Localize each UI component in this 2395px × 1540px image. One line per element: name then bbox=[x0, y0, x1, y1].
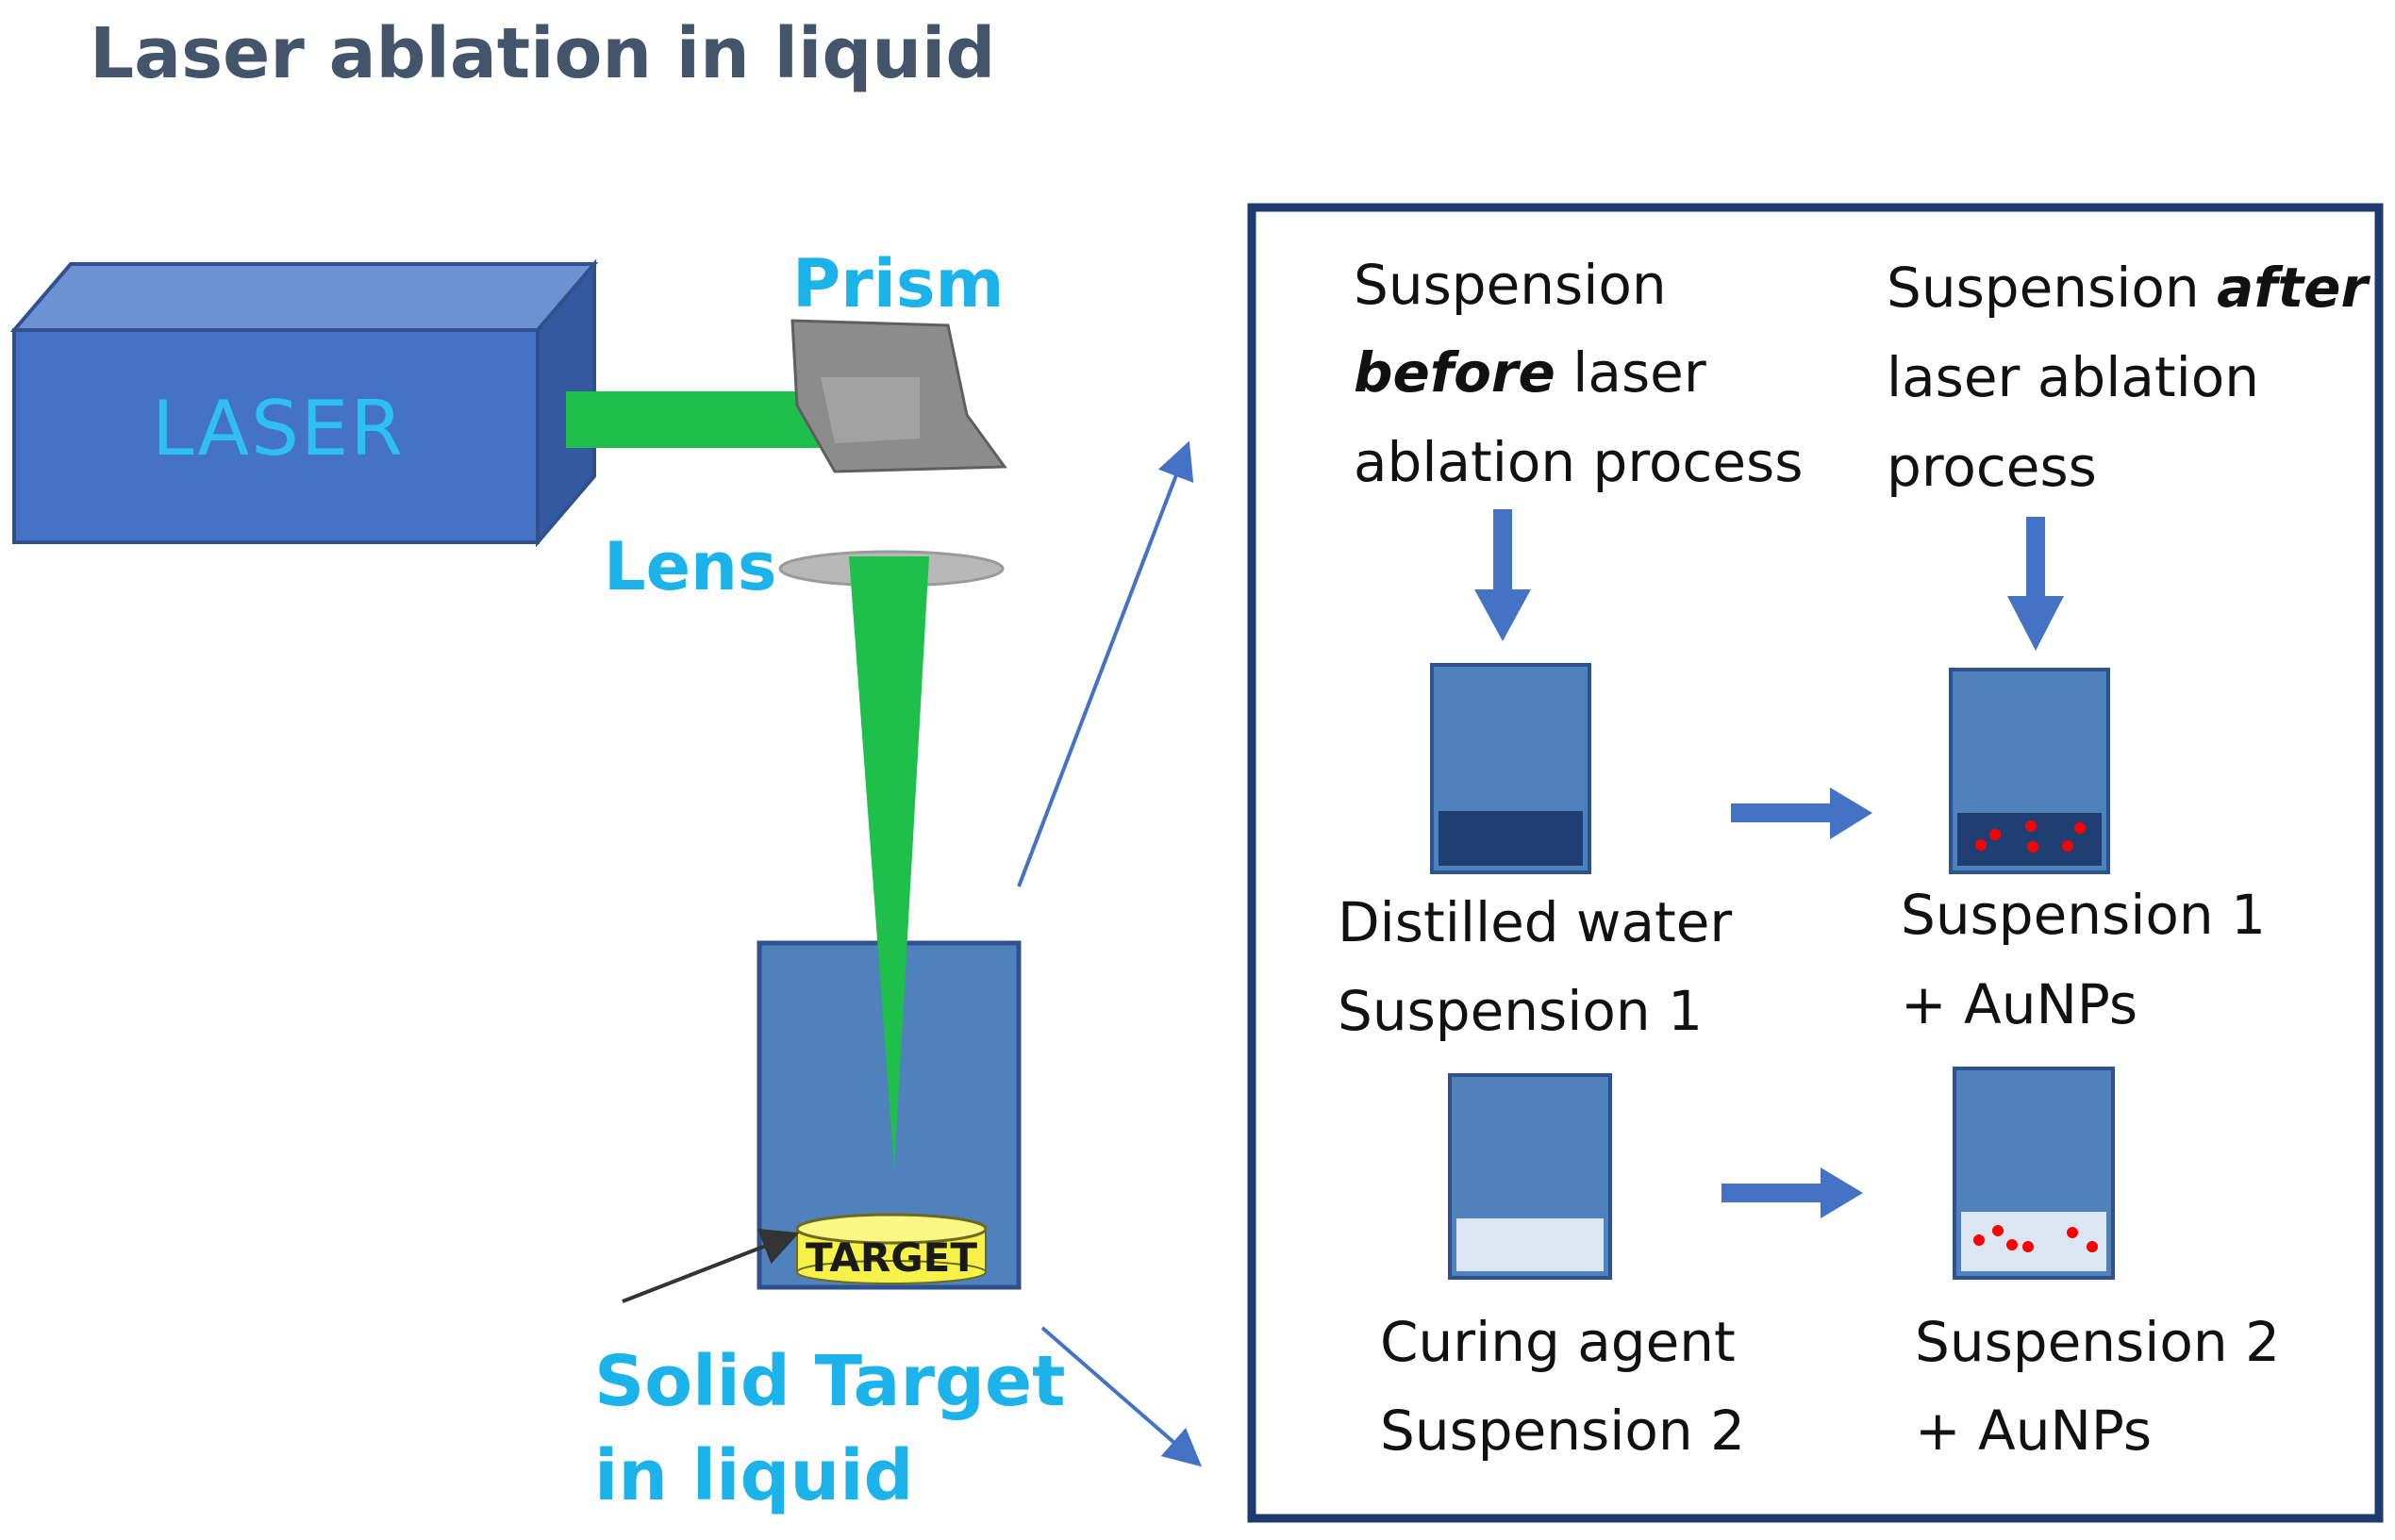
after-header-line1-rest: Suspension bbox=[1887, 256, 2217, 320]
after-header-line3: process bbox=[1887, 435, 2097, 499]
container-curing-agent bbox=[1448, 1073, 1612, 1280]
dark-liquid bbox=[1439, 811, 1583, 866]
right-arrow-row1 bbox=[1731, 787, 1872, 839]
row2-right-line1: Suspension 2 bbox=[1915, 1310, 2280, 1374]
nanoparticle bbox=[2062, 840, 2073, 852]
nanoparticle bbox=[2067, 1227, 2078, 1238]
before-emphasis: before bbox=[1354, 340, 1555, 405]
solid-target-label-line2: in liquid bbox=[594, 1435, 914, 1516]
prism bbox=[790, 319, 1007, 473]
down-arrow-before bbox=[1474, 509, 1531, 641]
lens-label: Lens bbox=[604, 528, 777, 605]
after-emphasis: after bbox=[2217, 256, 2370, 320]
before-header-line1: Suspension bbox=[1354, 253, 1667, 317]
nanoparticle bbox=[2087, 1241, 2098, 1252]
row1-right-line1: Suspension 1 bbox=[1901, 883, 2266, 947]
nanoparticle bbox=[2025, 820, 2037, 832]
light-liquid bbox=[1961, 1212, 2106, 1271]
row1-left-line1: Distilled water bbox=[1338, 890, 1732, 954]
target-label: TARGET bbox=[806, 1234, 977, 1281]
target-disk-bottom bbox=[796, 1260, 987, 1284]
nanoparticle bbox=[2027, 841, 2038, 853]
row2-left-line2: Suspension 2 bbox=[1380, 1399, 1745, 1463]
prism-facet bbox=[821, 377, 920, 443]
after-header-line1: Suspension after bbox=[1887, 256, 2371, 320]
laser-beam-horizontal bbox=[566, 391, 835, 448]
after-header-line2: laser ablation bbox=[1887, 345, 2259, 409]
nanoparticle bbox=[2022, 1241, 2034, 1252]
prism-label: Prism bbox=[792, 245, 1004, 323]
row1-left-line2: Suspension 1 bbox=[1338, 979, 1703, 1043]
nanoparticle bbox=[2074, 822, 2086, 834]
panel-arrow-bottom bbox=[1040, 1326, 1203, 1467]
nanoparticle bbox=[1973, 1234, 1985, 1246]
laser-source: LASER bbox=[9, 258, 599, 548]
laser-beam-focused bbox=[849, 556, 929, 1169]
panel-arrow-top bbox=[1017, 440, 1194, 887]
laser-label: LASER bbox=[152, 385, 405, 472]
nanoparticle bbox=[2006, 1239, 2018, 1250]
nanoparticle bbox=[1992, 1225, 2004, 1236]
laser-top-face bbox=[9, 262, 599, 332]
target-pointer-arrow bbox=[622, 1228, 800, 1303]
before-header-line2: before laser bbox=[1354, 340, 1706, 405]
light-liquid bbox=[1456, 1218, 1604, 1271]
nanoparticle bbox=[1975, 839, 1987, 851]
row2-left-line1: Curing agent bbox=[1380, 1310, 1736, 1374]
container-suspension2-aunps bbox=[1953, 1067, 2115, 1280]
row1-right-line2: + AuNPs bbox=[1901, 972, 2137, 1036]
page-title: Laser ablation in liquid bbox=[90, 13, 995, 94]
nanoparticle bbox=[1989, 829, 2001, 840]
container-suspension1-aunps bbox=[1949, 668, 2110, 874]
solid-target-label-line1: Solid Target bbox=[594, 1341, 1066, 1422]
before-header-line3: ablation process bbox=[1354, 430, 1803, 494]
solid-target: TARGET bbox=[795, 1213, 988, 1284]
down-arrow-after bbox=[2007, 517, 2064, 651]
before-header-line2-rest: laser bbox=[1555, 340, 1706, 405]
laser-front-face bbox=[12, 328, 540, 544]
container-distilled-water bbox=[1430, 663, 1591, 874]
row2-right-line2: + AuNPs bbox=[1915, 1399, 2152, 1463]
right-arrow-row2 bbox=[1721, 1167, 1863, 1218]
